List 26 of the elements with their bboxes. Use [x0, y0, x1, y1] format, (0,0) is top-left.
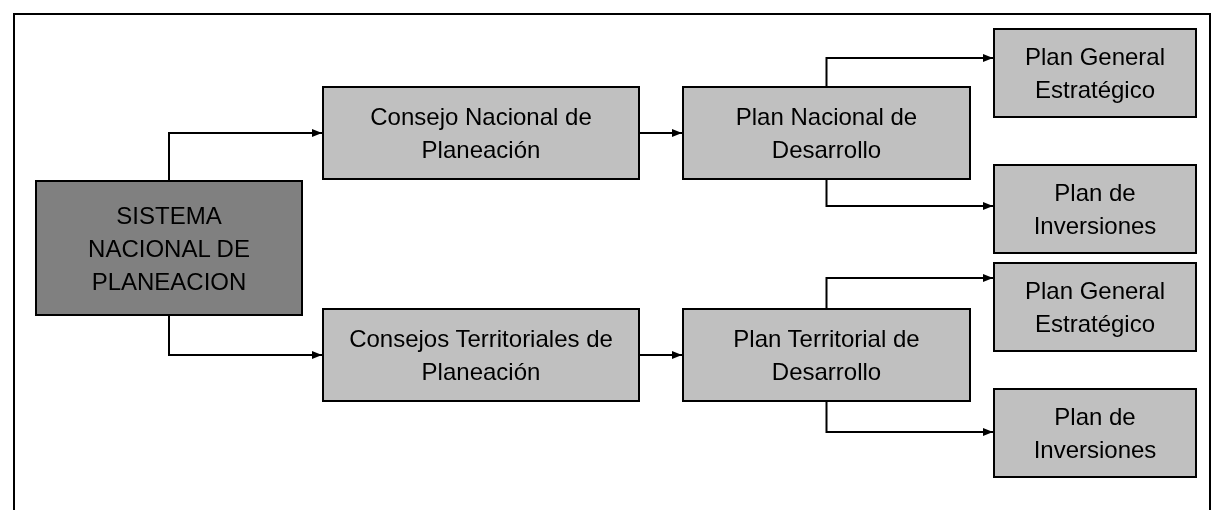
process-box — [682, 308, 971, 402]
process-box — [993, 262, 1197, 352]
main-box — [35, 180, 303, 316]
box-label: SISTEMA NACIONAL DE PLANEACION — [87, 200, 251, 297]
box-label: Consejo Nacional de Planeación — [369, 102, 593, 165]
process-box — [682, 86, 971, 180]
box-label: Consejos Territoriales de Planeación — [348, 324, 614, 387]
arrow — [825, 179, 994, 210]
process-box — [322, 308, 640, 402]
box-label: Plan Nacional de Desarrollo — [734, 102, 919, 165]
arrow — [168, 315, 323, 359]
process-box — [993, 164, 1197, 254]
arrow — [639, 129, 683, 137]
arrow — [825, 401, 994, 436]
box-label: Plan General Estratégico — [1023, 42, 1167, 105]
process-box — [993, 388, 1197, 478]
box-label: Plan de Inversiones — [1032, 402, 1158, 465]
box-label: Plan Territorial de Desarrollo — [732, 324, 921, 387]
arrow — [825, 274, 994, 309]
box-label: Plan de Inversiones — [1032, 178, 1158, 241]
arrow — [639, 351, 683, 359]
box-label: Plan General Estratégico — [1023, 276, 1167, 339]
arrow — [825, 54, 994, 87]
process-box — [322, 86, 640, 180]
arrow — [168, 129, 323, 181]
process-box — [993, 28, 1197, 118]
